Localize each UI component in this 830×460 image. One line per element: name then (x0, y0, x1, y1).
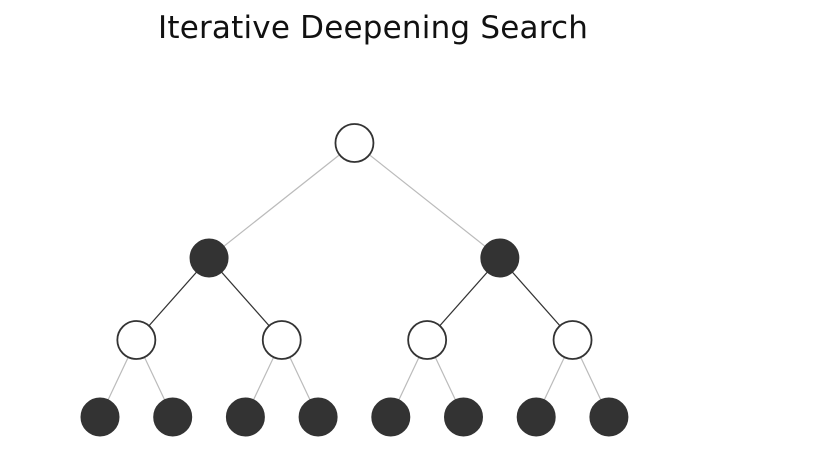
unvisited-node-n5 (407, 320, 448, 360)
visited-node-n7 (80, 397, 120, 437)
visited-node-n12 (444, 397, 483, 437)
visited-node-n14 (589, 397, 629, 437)
unvisited-node-n0 (334, 123, 375, 163)
diagram-title: Iterative Deepening Search (158, 10, 589, 46)
visited-node-n1 (189, 238, 229, 278)
unvisited-node-n4 (261, 320, 302, 360)
unvisited-node-n3 (116, 320, 157, 360)
visited-node-n2 (480, 238, 520, 278)
visited-node-n10 (298, 397, 338, 437)
visited-node-n8 (153, 397, 193, 437)
visited-node-n9 (225, 397, 265, 437)
tree-edge-n0-n1 (208, 142, 355, 259)
tree-edges (99, 142, 610, 418)
unvisited-node-n6 (552, 320, 593, 360)
tree-edge-n0-n2 (354, 142, 501, 259)
visited-node-n13 (516, 397, 556, 437)
tree-nodes (80, 123, 629, 437)
visited-node-n11 (371, 397, 411, 437)
